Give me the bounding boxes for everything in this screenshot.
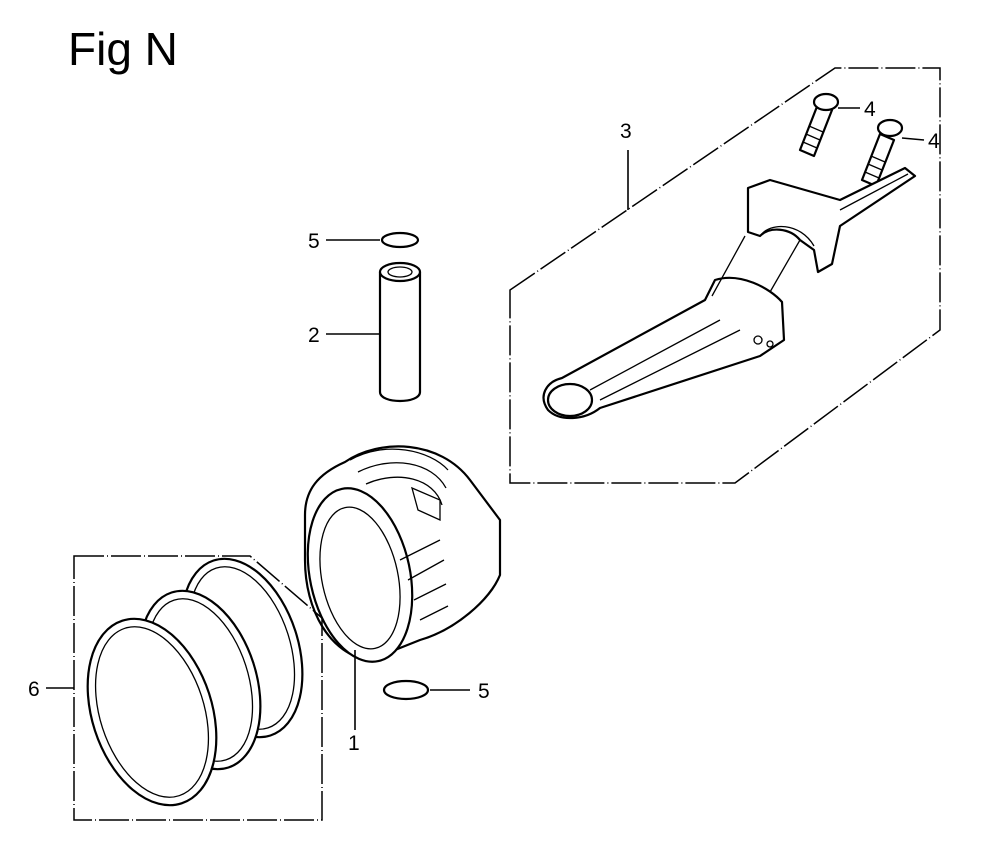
callout-1: 1 <box>348 732 360 755</box>
rod-body-drawing <box>542 235 801 420</box>
rod-bolt-b-drawing <box>860 118 904 188</box>
pin-clip-bottom-drawing: 5 <box>382 679 490 703</box>
callout-4b: 4 <box>928 130 940 153</box>
callout-3: 3 <box>620 120 632 143</box>
connecting-rod-group: 3 4 4 <box>509 67 941 484</box>
pin-clip-top-drawing: 5 <box>308 230 420 253</box>
callout-5-bottom: 5 <box>478 680 490 703</box>
piston-drawing: 1 <box>303 445 502 755</box>
piston-ring-set-drawing: 6 <box>28 555 323 821</box>
callout-2: 2 <box>308 324 320 347</box>
piston-pin-drawing: 2 <box>308 261 422 403</box>
callout-4a: 4 <box>864 98 876 121</box>
rod-bolt-a-drawing <box>798 92 840 158</box>
callout-6: 6 <box>28 678 40 701</box>
page-title: Fig N <box>68 23 178 75</box>
callout-5-top: 5 <box>308 230 320 253</box>
rod-cap-drawing <box>746 166 917 274</box>
